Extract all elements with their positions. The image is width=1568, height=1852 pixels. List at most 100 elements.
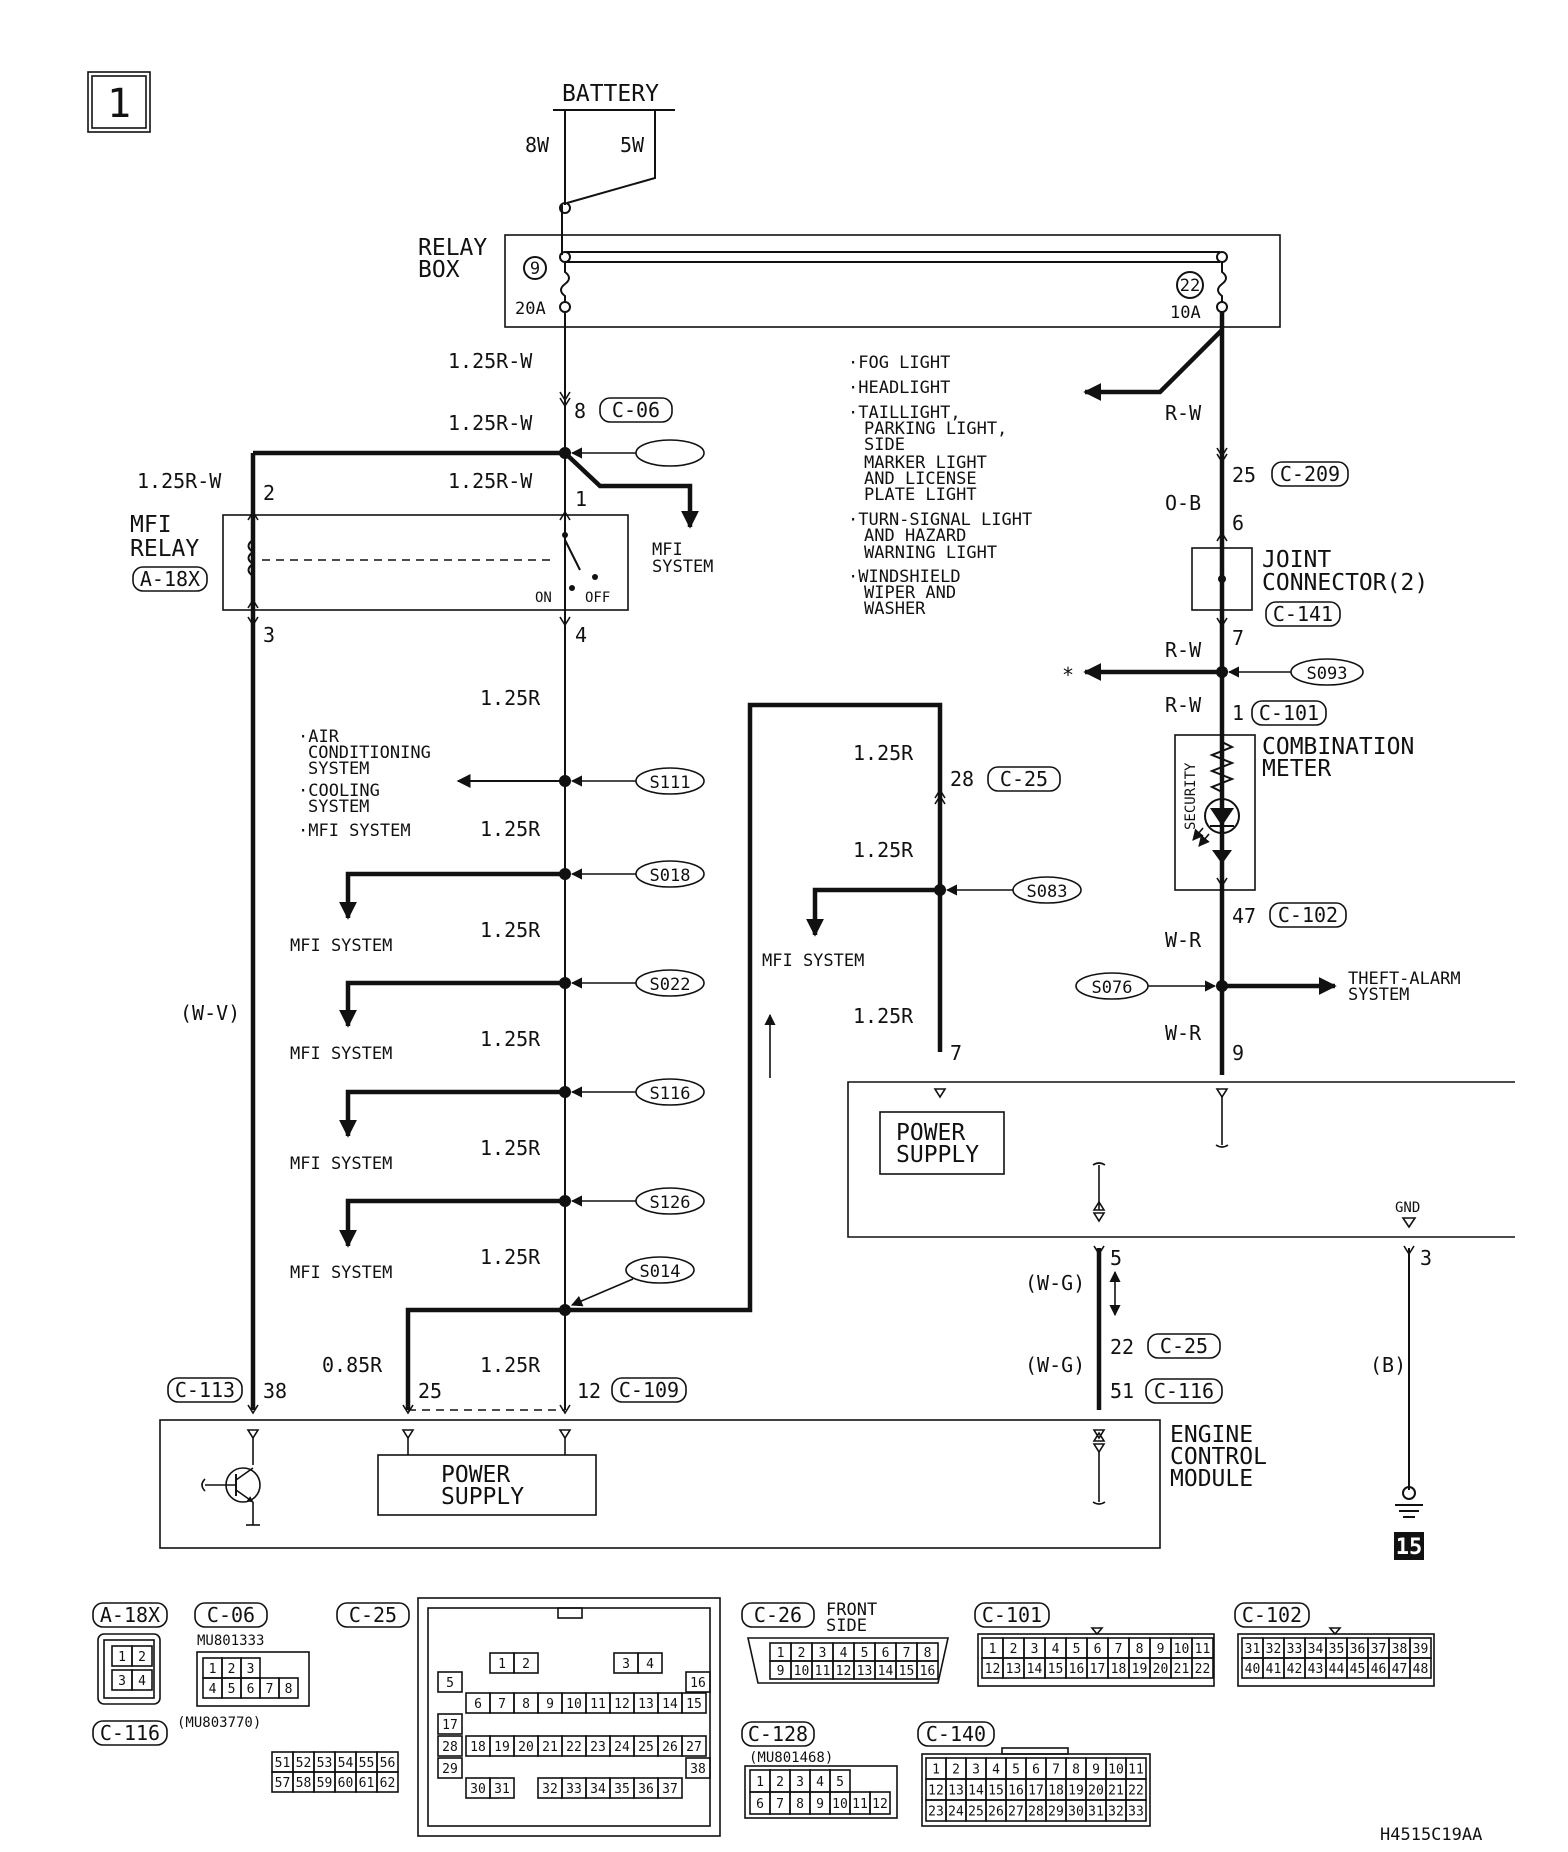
- joint-connector-box: [1191, 547, 1253, 611]
- right-target-1: ·HEADLIGHT: [848, 378, 950, 398]
- wire-125r-j: 1.25R: [853, 1004, 914, 1028]
- conn-c25-name-tag: [336, 1602, 410, 1628]
- pin-8: 8: [574, 399, 586, 423]
- mfi-relay-off: OFF: [585, 590, 610, 606]
- conn-c209-tag: [1271, 461, 1349, 487]
- conn-c102-name-tag: [1234, 1602, 1310, 1628]
- conn-c101-name-tag: [974, 1602, 1050, 1628]
- c102-pin-label: 45: [1350, 1662, 1366, 1677]
- wire-wv: (W-V): [180, 1001, 240, 1025]
- c25-pin-label: 29: [442, 1762, 458, 1777]
- upper-module: POWER SUPPLY GND: [847, 1081, 1515, 1238]
- combination-meter-label-2: METER: [1262, 756, 1331, 782]
- conn-c102-name: C-102: [1242, 1603, 1302, 1627]
- c26-pin-label: 13: [857, 1664, 873, 1679]
- c128-pin-label: 5: [836, 1775, 844, 1790]
- c128-pin-cell: [869, 1791, 891, 1815]
- conn-c116-name: C-116: [100, 1721, 160, 1745]
- relay-box-label-2: BOX: [418, 257, 460, 283]
- c26-pin-label: 9: [777, 1664, 785, 1679]
- wire-125rw-pin2: 1.25R-W: [137, 469, 222, 493]
- right-target-9: AND HAZARD: [864, 526, 966, 546]
- c140-pin-label: 7: [1052, 1763, 1060, 1778]
- ecm-power-supply-1: POWER: [441, 1462, 510, 1488]
- right-pin-1: 1: [1232, 701, 1244, 725]
- wire-125rw-top: 1.25R-W: [448, 349, 533, 373]
- c140-pin-label: 23: [928, 1805, 944, 1820]
- c140-pin-label: 1: [932, 1763, 940, 1778]
- c26-pin-label: 16: [920, 1664, 936, 1679]
- c25-pin-label: 15: [686, 1697, 702, 1712]
- c116-pin-label: 52: [296, 1756, 312, 1771]
- c06-pin-label: 8: [285, 1682, 293, 1697]
- c25-pin-label: 24: [614, 1740, 630, 1755]
- c06-pin-label: 5: [228, 1682, 236, 1697]
- c116-pin-label: 62: [380, 1776, 396, 1791]
- conn-c116-label: C-116: [1154, 1379, 1214, 1403]
- conn-c102-tag: [1269, 902, 1347, 928]
- ecm-pin-5: 5: [1110, 1246, 1122, 1270]
- c116-pin-label: 53: [317, 1756, 333, 1771]
- conn-c116-part: (MU803770): [177, 1715, 261, 1731]
- c26-pin-label: 11: [815, 1664, 831, 1679]
- s111-target-1: CONDITIONING: [308, 743, 431, 763]
- s111-target-5: ·MFI SYSTEM: [298, 821, 411, 841]
- asterisk-mark: *: [1062, 663, 1074, 687]
- c25-pin-label: 27: [686, 1740, 702, 1755]
- battery-label: BATTERY: [562, 81, 659, 107]
- c128-pin-label: 12: [872, 1797, 888, 1812]
- conn-c116-name-tag: [92, 1720, 168, 1746]
- c140-pin-label: 13: [948, 1784, 964, 1799]
- c102-pin-label: 47: [1392, 1662, 1408, 1677]
- c140-pin-label: 11: [1128, 1763, 1144, 1778]
- conn-c101-name: C-101: [982, 1603, 1042, 1627]
- wire-125r-h: 1.25R: [853, 741, 914, 765]
- splice-s111-label: S111: [650, 773, 691, 793]
- conn-c26-note-2: SIDE: [826, 1616, 867, 1636]
- c25-pin-label: 13: [638, 1697, 654, 1712]
- conn-c26-note-1: FRONT: [826, 1600, 877, 1620]
- right-target-4: SIDE: [864, 435, 905, 455]
- connector-face-views: A-18X 1 2 3 4 C-116 C-06 MU801333 (MU803…: [92, 1597, 1435, 1837]
- splice-s022-label: S022: [650, 975, 691, 995]
- ground-number-badge: [1394, 1532, 1424, 1560]
- c128-pin-label: 10: [832, 1797, 848, 1812]
- c140-pin-label: 32: [1108, 1805, 1124, 1820]
- c101-pin-label: 9: [1157, 1642, 1165, 1657]
- splice-s111-group: 1.25R S111 ·AIR CONDITIONING SYSTEM ·COO…: [298, 686, 705, 841]
- a18x-pin-3: 3: [118, 1674, 126, 1689]
- c25-pin-cell: [657, 1777, 683, 1799]
- c116-pin-cell: [376, 1771, 399, 1793]
- c128-pin-label: 2: [776, 1775, 784, 1790]
- c116-pin-label: 56: [380, 1756, 396, 1771]
- relay-box: RELAY BOX 9 20A 22 10A: [418, 234, 1281, 328]
- c101-pin-label: 16: [1069, 1662, 1085, 1677]
- conn-c109-tag: [611, 1377, 687, 1403]
- mfi-relay-on: ON: [535, 590, 552, 606]
- c101-pin-label: 3: [1031, 1642, 1039, 1657]
- upper-power-supply-1: POWER: [896, 1120, 965, 1146]
- c128-pin-label: 8: [796, 1797, 804, 1812]
- joint-connector-label-1: JOINT: [1262, 547, 1331, 573]
- wire-125r-d: 1.25R: [480, 1027, 541, 1051]
- battery-wire-8w: 8W: [525, 133, 550, 157]
- c140-pin-label: 14: [968, 1784, 984, 1799]
- c25-pin-label: 23: [590, 1740, 606, 1755]
- c101-pin-label: 20: [1153, 1662, 1169, 1677]
- conn-a18x-label: A-18X: [140, 567, 200, 591]
- splice-s110: [635, 439, 705, 467]
- c140-pin-cell: [1125, 1799, 1147, 1822]
- c102-pin-label: 41: [1266, 1662, 1282, 1677]
- c101-pin-label: 13: [1006, 1662, 1022, 1677]
- c26-pin-label: 1: [777, 1646, 785, 1661]
- right-target-7: PLATE LIGHT: [864, 485, 977, 505]
- splice-s014-group: S014 0.85R 1.25R (W-V): [180, 702, 943, 1410]
- mfi-relay-label-1: MFI: [130, 512, 172, 538]
- c140-pin-label: 15: [988, 1784, 1004, 1799]
- mfi-system-top-1: MFI: [652, 540, 683, 560]
- c140-pin-label: 33: [1128, 1805, 1144, 1820]
- c128-pin-label: 11: [852, 1797, 868, 1812]
- c102-pin-label: 36: [1350, 1642, 1366, 1657]
- conn-c140-name-tag: [917, 1721, 995, 1747]
- c26-pin-cell: [916, 1660, 939, 1680]
